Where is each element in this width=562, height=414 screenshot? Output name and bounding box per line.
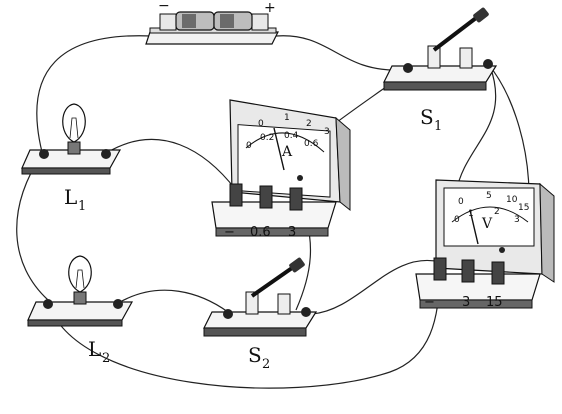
ammeter-top-tick-3: 3 bbox=[324, 127, 330, 137]
voltmeter-label-15: 15 bbox=[486, 295, 503, 310]
ammeter-terminal-0.6[interactable] bbox=[259, 185, 273, 209]
voltmeter-terminal-neg[interactable] bbox=[433, 257, 447, 281]
ammeter-top-tick-1: 1 bbox=[284, 113, 290, 123]
voltmeter-top-tick-1: 5 bbox=[486, 191, 492, 201]
voltmeter-bottom-tick-2: 2 bbox=[494, 207, 500, 217]
S2-right-terminal[interactable] bbox=[301, 307, 311, 317]
voltmeter-label-3: 3 bbox=[462, 295, 470, 310]
L2-left-terminal[interactable] bbox=[43, 299, 53, 309]
voltmeter-label-neg: − bbox=[424, 295, 435, 310]
wire-L2-to-S2 bbox=[119, 289, 229, 313]
wire-L2-to-voltmeter bbox=[47, 267, 441, 389]
ammeter: 0 1 2 3 0 0.2 0.4 0.6 A − 0.6 3 bbox=[211, 99, 351, 240]
ammeter-bottom-tick-1: 0.2 bbox=[260, 133, 274, 143]
label-L2-sub: 2 bbox=[102, 351, 110, 366]
label-S1: S bbox=[420, 105, 434, 129]
ammeter-terminal-3[interactable] bbox=[289, 187, 303, 211]
voltmeter-zero-adjust[interactable] bbox=[499, 247, 505, 253]
ammeter-bottom-tick-0: 0 bbox=[246, 141, 252, 151]
voltmeter-bottom-tick-1: 1 bbox=[468, 209, 474, 219]
ammeter-top-tick-2: 2 bbox=[306, 119, 312, 129]
S2-handle[interactable] bbox=[288, 257, 305, 273]
label-L1: L bbox=[64, 185, 77, 209]
S1-right-terminal[interactable] bbox=[483, 59, 493, 69]
wire-L1-to-L2 bbox=[16, 153, 49, 301]
L2-right-terminal[interactable] bbox=[113, 299, 123, 309]
S1-handle[interactable] bbox=[472, 7, 489, 23]
ammeter-needle bbox=[273, 127, 285, 171]
ammeter-bottom-tick-3: 0.6 bbox=[304, 139, 319, 149]
battery-holder: − + bbox=[145, 0, 279, 45]
label-S2: S bbox=[248, 343, 262, 367]
ammeter-label-0.6: 0.6 bbox=[250, 225, 271, 240]
lamp-L1 bbox=[21, 103, 122, 175]
ammeter-label-neg: − bbox=[224, 225, 235, 240]
battery-cell-1 bbox=[175, 11, 215, 31]
battery-positive-sign: + bbox=[264, 0, 276, 16]
ammeter-terminals bbox=[229, 183, 303, 211]
S2-left-terminal[interactable] bbox=[223, 309, 233, 319]
wire-S2-to-voltmeter bbox=[311, 259, 441, 315]
battery-cell-2 bbox=[213, 11, 253, 31]
voltmeter-terminal-15[interactable] bbox=[491, 261, 505, 285]
voltmeter-needle bbox=[469, 209, 479, 245]
S2-lever[interactable] bbox=[250, 266, 294, 298]
S1-left-terminal[interactable] bbox=[403, 63, 413, 73]
lamp-L2 bbox=[27, 255, 134, 327]
switch-S2 bbox=[203, 257, 318, 337]
L1-left-terminal[interactable] bbox=[39, 149, 49, 159]
voltmeter-top-tick-3: 15 bbox=[518, 203, 529, 213]
ammeter-label-3: 3 bbox=[288, 225, 296, 240]
label-L1-sub: 1 bbox=[78, 199, 86, 214]
voltmeter: 0 5 10 15 0 1 2 3 V − 3 15 bbox=[415, 179, 555, 310]
voltmeter-terminals bbox=[433, 257, 505, 285]
label-L2: L bbox=[88, 337, 101, 361]
voltmeter-top-tick-2: 10 bbox=[506, 195, 518, 205]
voltmeter-top-tick-0: 0 bbox=[458, 197, 464, 207]
wire-battery-to-L1 bbox=[36, 35, 153, 153]
ammeter-terminal-neg[interactable] bbox=[229, 183, 243, 207]
wire-L1-to-ammeter bbox=[107, 138, 237, 191]
ammeter-top-tick-0: 0 bbox=[258, 119, 264, 129]
ammeter-bottom-tick-2: 0.4 bbox=[284, 131, 299, 141]
wire-battery-to-S1 bbox=[275, 35, 401, 71]
voltmeter-terminal-3[interactable] bbox=[461, 259, 475, 283]
voltmeter-symbol: V bbox=[481, 216, 493, 232]
S1-lever[interactable] bbox=[432, 16, 478, 52]
voltmeter-bottom-tick-3: 3 bbox=[514, 215, 520, 225]
ammeter-symbol: A bbox=[281, 144, 293, 160]
L1-right-terminal[interactable] bbox=[101, 149, 111, 159]
battery-negative-sign: − bbox=[158, 0, 170, 14]
ammeter-zero-adjust[interactable] bbox=[297, 175, 303, 181]
voltmeter-bottom-tick-0: 0 bbox=[454, 215, 460, 225]
label-S1-sub: 1 bbox=[434, 119, 442, 134]
label-S2-sub: 2 bbox=[262, 357, 270, 372]
switch-S1 bbox=[383, 7, 498, 91]
